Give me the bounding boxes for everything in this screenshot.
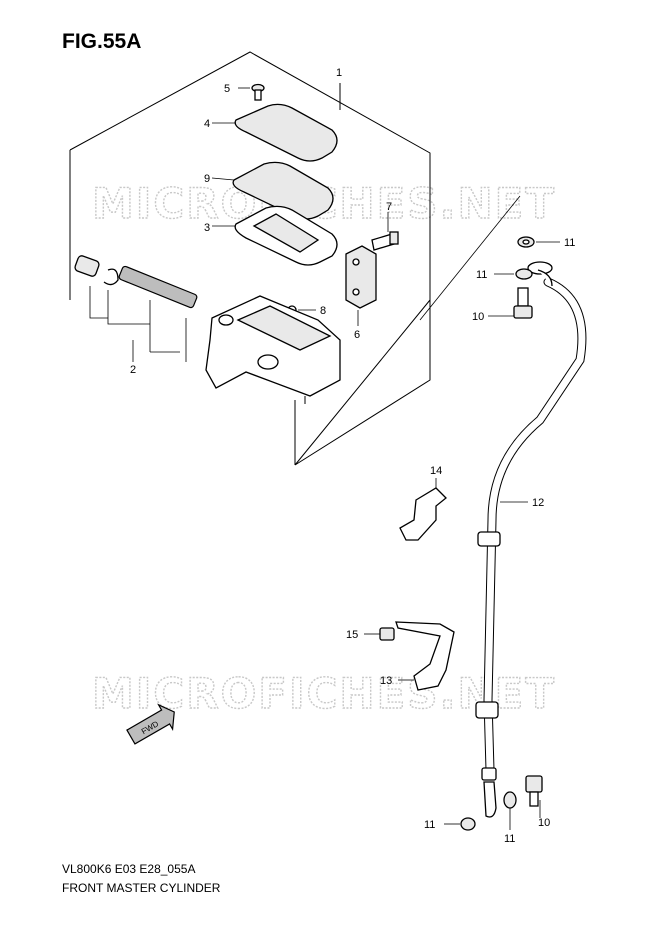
diagram-caption: FRONT MASTER CYLINDER: [62, 881, 221, 895]
callout-15: 15: [346, 629, 358, 641]
callout-3: 3: [204, 222, 210, 234]
callout-9: 9: [204, 173, 210, 185]
part-bolt-7: [371, 212, 399, 251]
part-diaphragm-3: [212, 205, 338, 266]
callout-11-mid: 11: [476, 269, 487, 281]
callout-11-bottom-right: 11: [504, 833, 515, 845]
callout-2: 2: [130, 364, 136, 376]
part-screw-5: [238, 83, 265, 101]
callout-8: 8: [320, 305, 326, 317]
part-cover-4: [212, 103, 338, 162]
assembly-outline: [69, 51, 431, 466]
part-hose-clamp-14: [399, 478, 447, 541]
forward-direction-arrow: FWD: [126, 703, 175, 745]
callout-10-bottom: 10: [538, 817, 550, 829]
part-union-bolt-10-top: [488, 287, 533, 319]
part-washer-11-bottom-left: [444, 817, 476, 831]
part-clamp-6: [345, 245, 377, 326]
part-plate-9: [211, 161, 334, 220]
part-union-bolt-10-bottom: [525, 775, 543, 818]
callout-13: 13: [380, 675, 392, 687]
callout-12: 12: [532, 497, 544, 509]
part-brake-hose-12: [419, 195, 587, 818]
callout-4: 4: [204, 118, 210, 130]
part-bolt-15: [364, 627, 395, 641]
callout-10-top: 10: [472, 311, 484, 323]
part-bracket-13: [395, 621, 455, 691]
part-washer-11-mid: [494, 268, 533, 280]
callout-5: 5: [224, 83, 230, 95]
part-piston-kit-2: [74, 255, 198, 362]
model-code: VL800K6 E03 E28_055A: [62, 862, 196, 876]
part-washer-11-bottom-right: [503, 791, 517, 830]
master-cylinder-body: [205, 295, 341, 404]
callout-7: 7: [386, 201, 392, 213]
callout-14: 14: [430, 465, 442, 477]
part-washer-11-top: [517, 236, 560, 248]
callout-1: 1: [336, 67, 342, 79]
callout-11-bottom-left: 11: [424, 819, 435, 831]
callout-11-top: 11: [564, 237, 575, 249]
figure-title: FIG.55A: [62, 30, 142, 53]
callout-6: 6: [354, 329, 360, 341]
